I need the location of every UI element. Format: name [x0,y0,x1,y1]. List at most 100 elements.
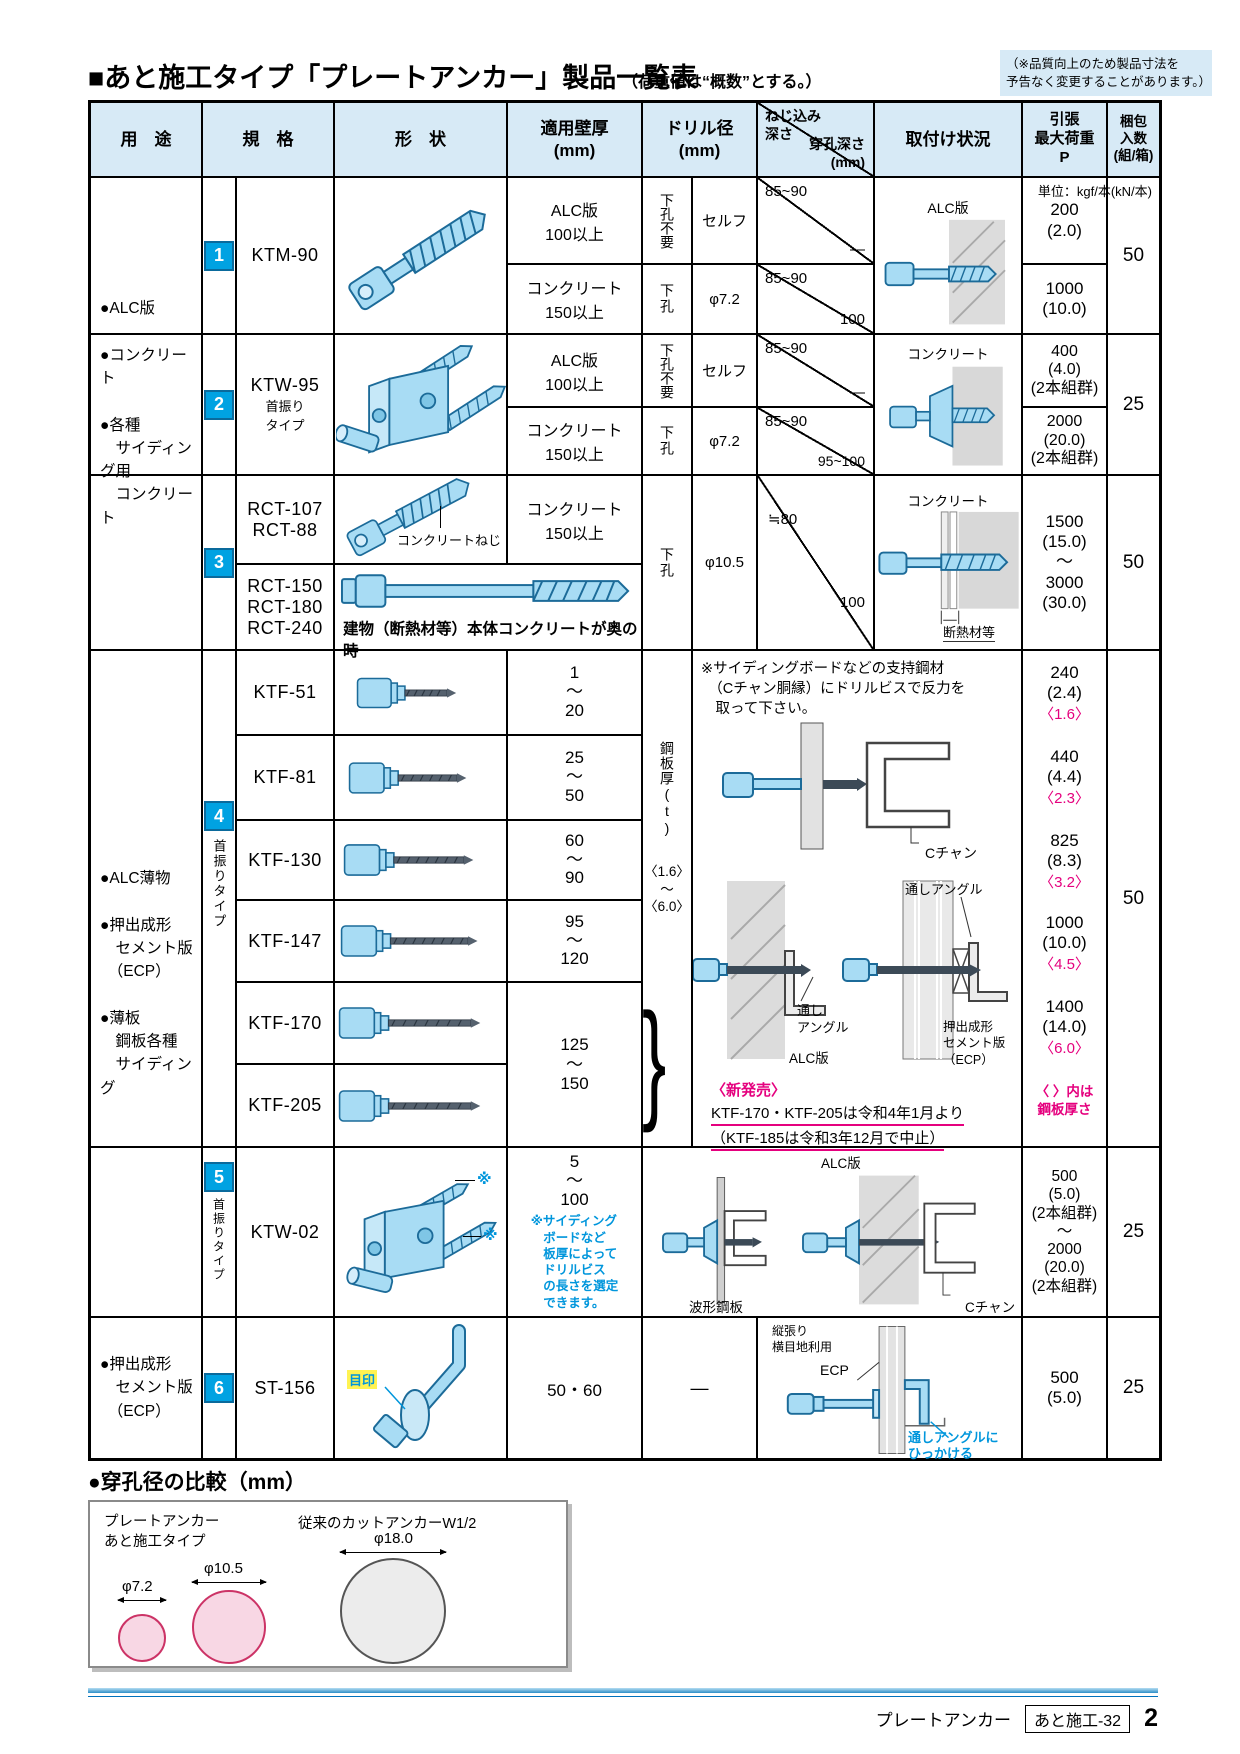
bent-rod-anchor-icon [373,1324,466,1449]
col-header-depth-bore: 穿孔深さ (mm) [809,136,865,170]
load-section4: 240 (2.4)〈1.6〉 440 (4.4)〈2.3〉 825 (8.3)〈… [1022,650,1107,1147]
pre-hole-label: 下孔不要 [659,192,675,249]
section-divider [90,474,1160,476]
ecp-label: 押出成形 セメント版 （ECP） [943,1020,1006,1067]
brace: } [642,986,667,1133]
alc-wall-diagram [884,219,1006,325]
load-ktf-170-t: 〈6.0〉 [1039,1040,1090,1057]
comparison-right-label: 従来のカットアンカーW1/2 [298,1516,477,1532]
load-ktf-130-t: 〈3.2〉 [1039,874,1090,891]
load-ktf-170: 1400 (14.0) [1042,997,1087,1036]
wall-r2a: ALC版 100以上 [507,334,642,407]
section-divider [90,649,1160,651]
anchor-sleeve-icon [348,761,467,794]
shape-ktm-90 [334,177,507,334]
model-ktw-95-sub: 首振り タイプ [265,399,305,433]
corrugated-sheet-label: 波形鋼板 [689,1300,743,1315]
pack-r3: 50 [1107,475,1160,650]
badge-4: 4 [204,801,234,831]
leader-line [455,1180,475,1181]
concrete-wall-diagram [889,366,1003,466]
through-angle-label-2: 通しアングル [905,882,983,897]
badge-cell-5: 5 首振りタイプ [202,1147,236,1317]
section-divider [90,1316,1160,1318]
pack-r6: 25 [1107,1317,1160,1459]
leader-line [440,506,441,528]
attach-section4: ※サイディングボードなどの支持鋼材 （Cチャン胴縁）にドリルビスで反力を 取って… [692,650,1022,1151]
shape-rct-107: コンクリートねじ [334,475,507,564]
new-release-line2: （KTF-185は令和3年12月で中止） [711,1127,945,1151]
shape-ktw-95 [334,334,507,475]
attach-r3: コンクリート 断熱材等 [874,475,1022,650]
drill-pre-r2b: 下孔 [642,407,692,475]
steel-thickness-range: 〈1.6〉 〜 〈6.0〉 [644,864,690,915]
pre-hole-label: 下孔 [659,283,675,315]
badge-1: 1 [204,240,234,271]
badge-6: 6 [204,1373,234,1403]
alc-label: ALC版 [789,1051,829,1066]
drill-dia-r6: — [642,1317,757,1459]
hook-note: 通しアングルに ひっかける [908,1430,999,1462]
drill-pre-r1a: 下孔不要 [642,177,692,264]
d10-dimension-line [191,1579,267,1585]
bore-depth: — [850,384,865,401]
col-header-depth: ねじ込み 深さ 穿孔深さ (mm) [757,102,874,177]
model-rct-107-88: RCT-107 RCT-88 [236,475,334,564]
model-ktw-95-label: KTW-95 [250,375,320,395]
col-header-load: 引張 最大荷重 P [1022,102,1107,177]
model-st-156: ST-156 [236,1317,334,1459]
col-header-use: 用 途 [90,102,202,177]
attach-r2-label: コンクリート [907,347,989,362]
attach-r2: コンクリート [874,334,1022,475]
anchor-screw-icon [346,478,470,557]
depth-r2a: 85~90 — [757,334,874,407]
wall-r3: コンクリート 150以上 [507,475,642,564]
d18-label: φ18.0 [374,1530,413,1547]
anchor-sleeve-icon [338,1007,480,1039]
badge-cell-1: 1 [202,177,236,334]
model-ktf-51: KTF-51 [236,650,334,735]
new-release-line1: KTF-170・KTF-205は令和4年1月より [711,1102,965,1126]
shape-ktw-02: ※ ※ [334,1147,507,1317]
wall-st-156: 50・60 [507,1317,642,1459]
col-header-spec: 規 格 [202,102,334,177]
steel-note: 〈 〉内は 鋼板厚さ [1035,1084,1094,1117]
usage-group3: ●押出成形 セメント版 （ECP） [90,1317,202,1459]
anchor-bolt-icon [340,574,630,608]
screw-depth: 85~90 [765,340,808,357]
concrete-screw-label: コンクリートねじ [397,533,502,548]
model-ktf-170: KTF-170 [236,982,334,1064]
load-ktf-81-t: 〈2.3〉 [1039,790,1090,807]
attach-r5: ALC版 波形鋼板 Cチャン [642,1147,1022,1317]
marker-label: 目印 [347,1370,378,1389]
steel-thickness-label: 鋼板厚(t) [659,741,675,837]
cchan-label-r5: Cチャン [965,1300,1016,1315]
d18-circle [340,1558,446,1664]
drill-dia-r1b: φ7.2 [692,264,757,334]
bore-depth: 100 [839,594,865,611]
shape-ktf-130 [334,820,507,900]
model-ktw-95: KTW-95 首振り タイプ [236,334,334,475]
load-ktf-51: 240 (2.4) [1047,663,1082,702]
steel-thickness-cell: 鋼板厚(t) 〈1.6〉 〜 〈6.0〉 [642,650,692,1147]
pre-hole-label: 下孔 [659,546,675,579]
anchor-sleeve-icon [338,1089,480,1122]
wall-ktf-170-205: 125 〜 150 [507,982,642,1147]
col-header-attach: 取付け状況 [874,102,1022,177]
drill-pre-r3: 下孔 [642,475,692,650]
new-release-tag: 〈新発売〉 [711,1082,787,1099]
load-r1b: 1000 (10.0) [1022,264,1107,334]
vertical-joint-label: 縦張り 横目地利用 [772,1324,833,1354]
bore-depth: 95~100 [817,453,865,469]
model-ktw-02: KTW-02 [236,1147,334,1317]
section-divider [90,176,1160,178]
badge-cell-3: 3 [202,475,236,650]
wall-ktf-130: 60 〜 90 [507,820,642,900]
section-divider [90,1146,1160,1148]
model-ktf-147: KTF-147 [236,900,334,982]
col-header-shape: 形 状 [334,102,507,177]
col-header-depth-screw: ねじ込み 深さ [765,108,821,142]
d7-dimension-line [117,1597,167,1603]
